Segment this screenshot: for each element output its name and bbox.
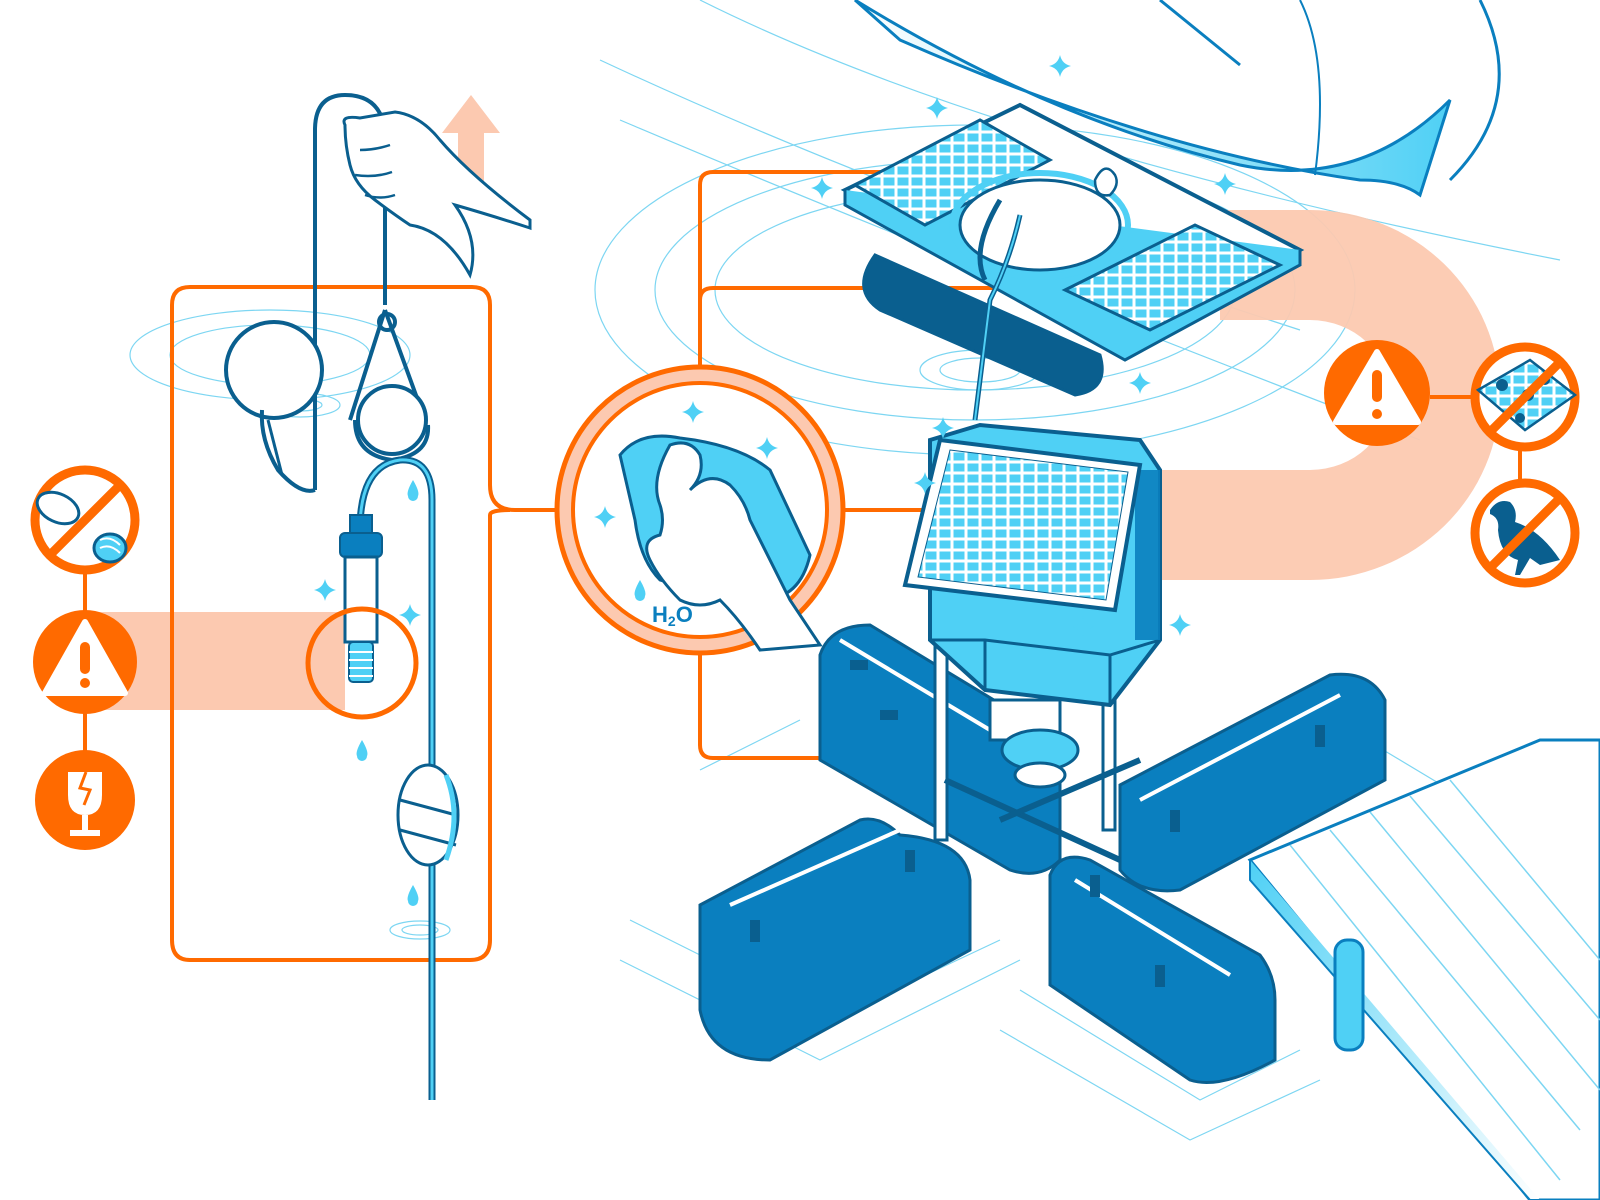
prohibited-finger-threads-icon [30, 465, 140, 575]
sensor-retrieval-panel [170, 285, 558, 962]
sensor-probe [339, 514, 383, 683]
prohibited-dirty-solar-panel-icon [1470, 342, 1580, 452]
dock [1247, 738, 1600, 1200]
hand-pulling-rope [342, 110, 532, 279]
cleaning-callout: H2O [554, 158, 1150, 772]
left-warning-column [30, 465, 140, 850]
lift-arrow-icon [442, 95, 500, 205]
highlight-band-right [1120, 210, 1500, 580]
warning-triangle-icon [33, 610, 137, 714]
small-solar-buoy [840, 102, 1305, 421]
hand-wiping-icon [645, 441, 823, 652]
fragile-glass-icon [35, 750, 135, 850]
boat-hull [854, 0, 1501, 198]
cable-clip [396, 763, 460, 867]
sensor-cable [356, 456, 436, 1100]
h2o-label: H2O [652, 602, 693, 629]
prohibited-bird-icon [1470, 478, 1580, 588]
right-warning-column [1324, 340, 1580, 588]
main-solar-buoy [698, 417, 1387, 1084]
probe-threads-highlight [305, 606, 419, 720]
float-ball-assembly [224, 92, 431, 493]
warning-triangle-icon [1324, 340, 1430, 446]
